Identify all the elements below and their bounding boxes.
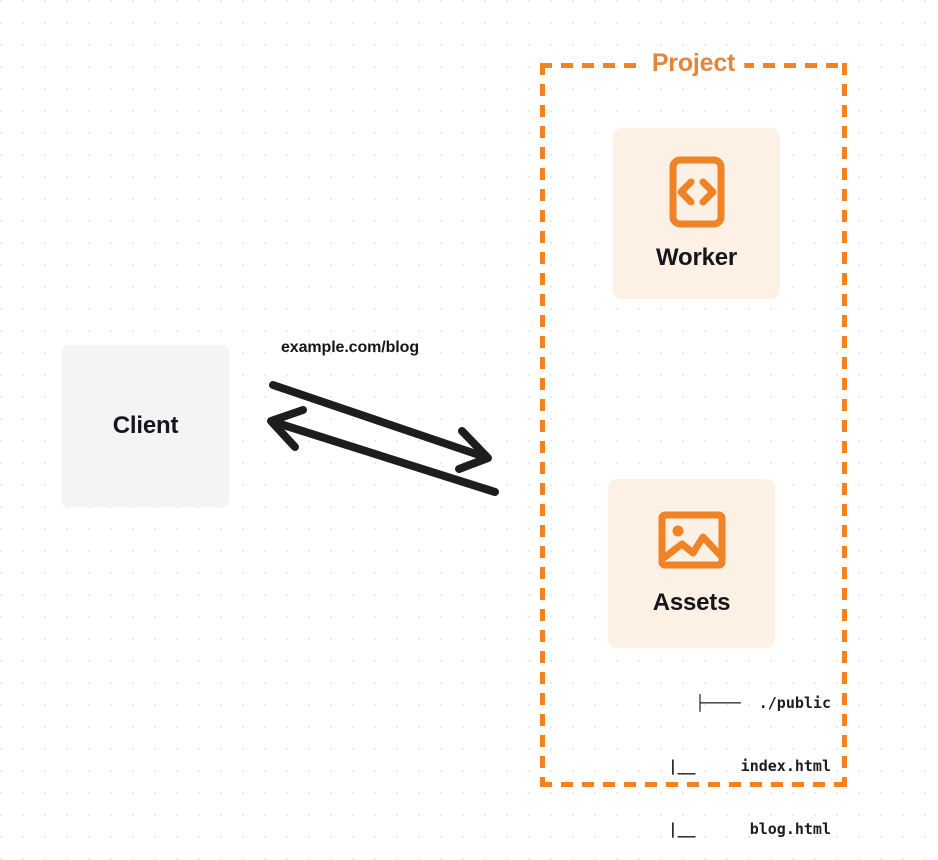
- project-border-bottom: [540, 782, 847, 787]
- worker-label: Worker: [655, 243, 738, 271]
- code-brackets-icon: [669, 156, 725, 228]
- request-arrow: [269, 381, 492, 473]
- project-title: Project: [642, 47, 745, 79]
- file-tree-row: |__ index.html: [641, 757, 831, 775]
- worker-node[interactable]: Worker: [613, 128, 780, 299]
- project-border-top-left: [540, 63, 645, 68]
- project-container: Project Worker Assets: [540, 47, 847, 838]
- project-border-left: [540, 63, 545, 787]
- project-border-top-right: [742, 63, 847, 68]
- request-url-label: example.com/blog: [281, 339, 419, 356]
- project-border-right: [842, 63, 847, 787]
- client-node[interactable]: Client: [62, 345, 229, 507]
- file-tree-row: |__ blog.html: [641, 820, 831, 838]
- client-label: Client: [112, 412, 179, 439]
- assets-node[interactable]: Assets: [608, 479, 775, 648]
- assets-label: Assets: [652, 588, 731, 616]
- response-arrow: [267, 406, 499, 496]
- image-icon: [658, 511, 726, 569]
- asset-file-tree: ├──── ./public |__ index.html |__ blog.h…: [586, 651, 831, 860]
- file-tree-row: ├──── ./public: [695, 694, 831, 712]
